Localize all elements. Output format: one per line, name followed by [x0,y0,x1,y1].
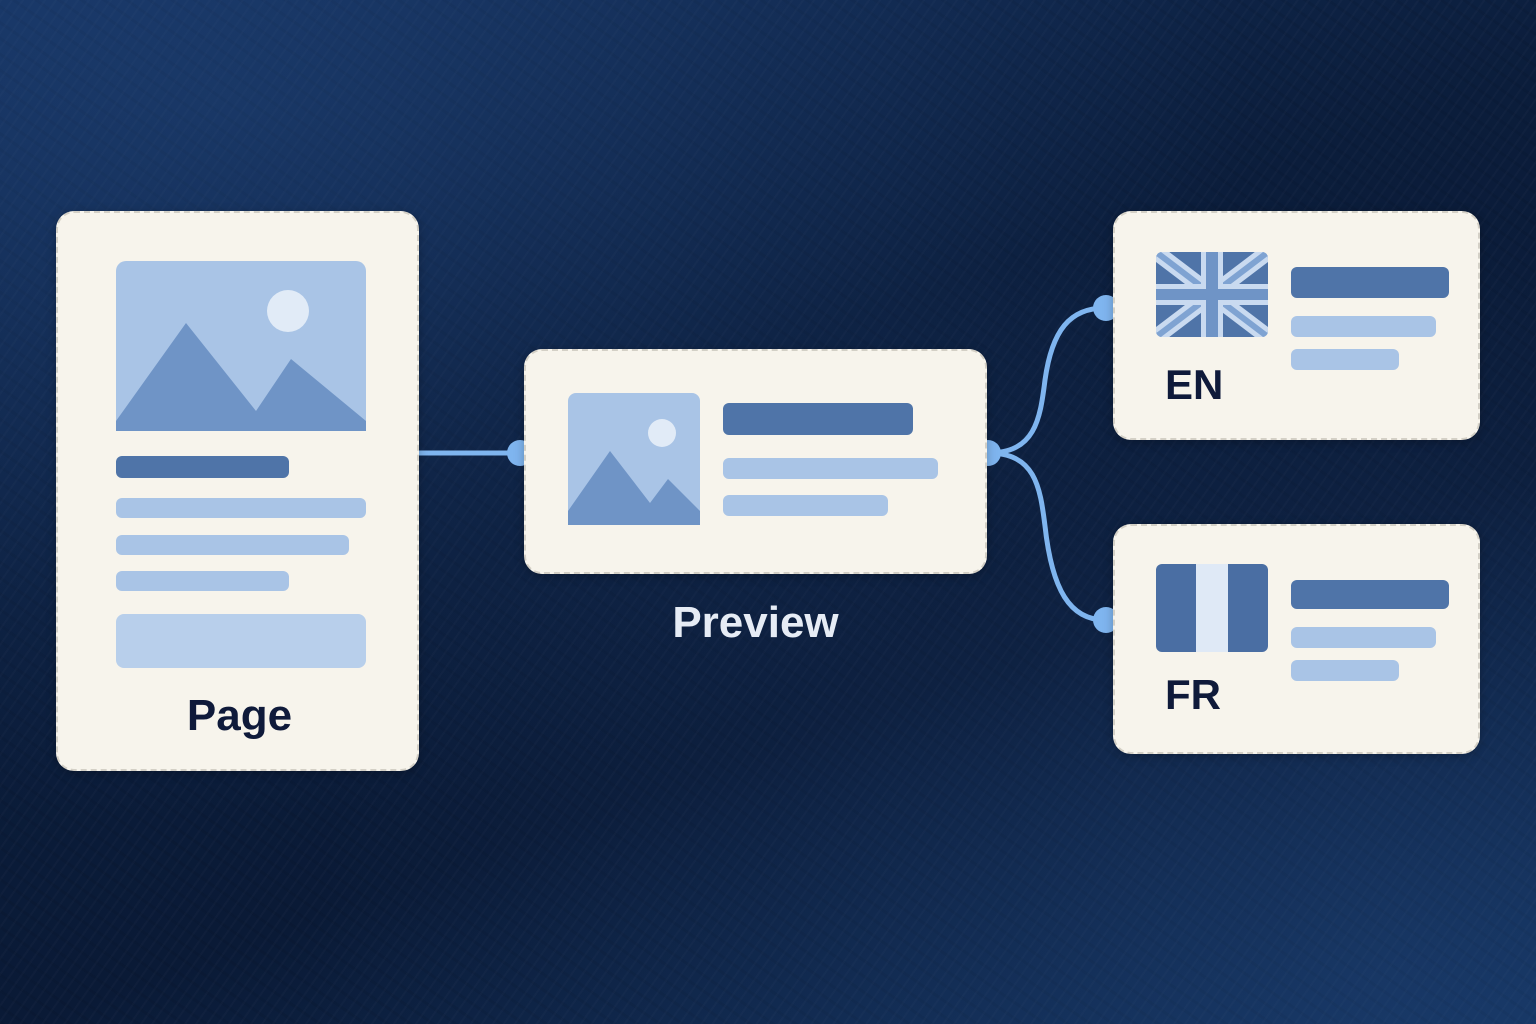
image-placeholder-icon [116,261,366,431]
heading-line [723,403,913,435]
text-line [723,495,888,516]
output-card-en: EN [1113,211,1480,440]
button-placeholder [116,614,366,668]
language-label-fr: FR [1165,671,1221,718]
heading-line [116,456,289,478]
france-flag-icon [1156,564,1268,652]
output-card-fr: FR [1113,524,1480,754]
page-label: Page [186,691,293,740]
text-line [1291,349,1399,370]
uk-flag-icon [1156,252,1268,337]
connector-preview-fr [985,450,1108,623]
text-line [1291,660,1399,681]
connector-dot [1093,607,1119,633]
connector-preview-en [985,305,1108,456]
preview-card [524,349,987,574]
language-label-en: EN [1165,361,1224,408]
heading-line [1291,580,1449,609]
text-line [1291,316,1436,337]
text-line [723,458,938,479]
connector-dot [1093,295,1119,321]
text-line [1291,627,1436,648]
page-card: Page [56,211,419,771]
text-line [116,498,366,518]
text-line [116,535,349,555]
heading-line [1291,267,1449,298]
text-line [116,571,289,591]
preview-label: Preview [672,598,839,647]
image-placeholder-icon [568,393,700,525]
